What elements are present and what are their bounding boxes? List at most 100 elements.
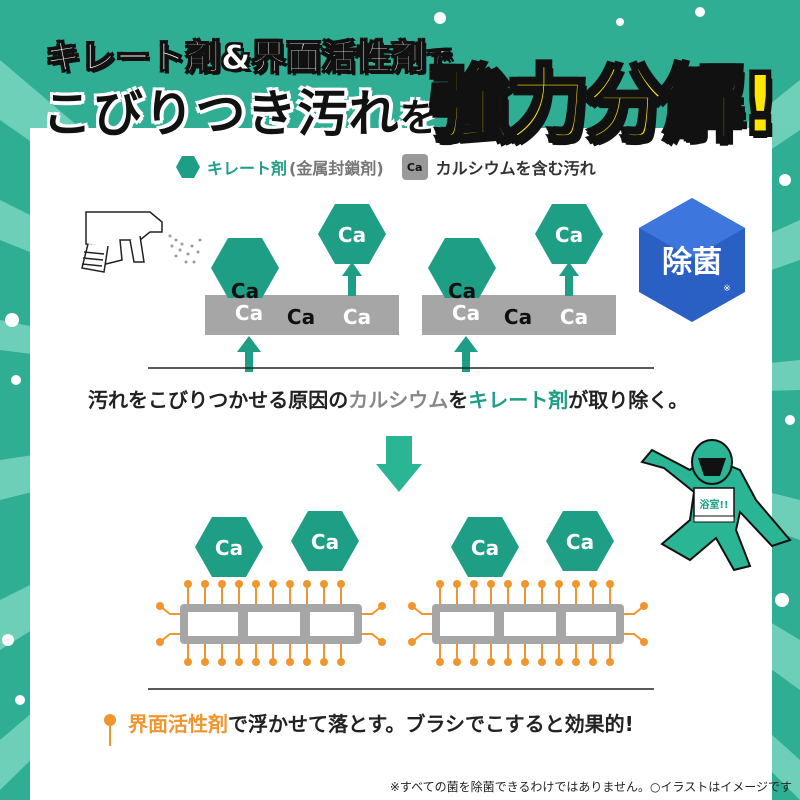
surfactant-head bbox=[487, 658, 495, 666]
headline-emphasis: 強力分解! bbox=[428, 57, 779, 153]
legend-calcium-label: カルシウムを含む汚れ bbox=[435, 159, 596, 178]
surfactant-tail bbox=[159, 605, 180, 615]
surfactant-head bbox=[378, 638, 386, 646]
surfactant-head bbox=[320, 658, 328, 666]
surfactant-head bbox=[235, 580, 243, 588]
surfactant-tail bbox=[411, 605, 432, 615]
headline-line1-suffix: で bbox=[426, 46, 454, 77]
surfactant-head bbox=[201, 658, 209, 666]
headline: キレート剤&界面活性剤で こびりつき汚れを 強力分解! bbox=[0, 0, 800, 153]
surfactant-head bbox=[408, 602, 416, 610]
headline-line1: キレート剤&界面活性剤で bbox=[46, 30, 454, 79]
ca-label: Ca bbox=[311, 530, 339, 554]
legend-chelate-sub: (金属封鎖剤) bbox=[289, 159, 384, 178]
up-arrow-icon bbox=[454, 336, 478, 372]
caption-surfactant: 界面活性剤で浮かせて落とす。ブラシでこすると効果的! bbox=[128, 708, 634, 737]
surfactant-head bbox=[538, 658, 546, 666]
surfactant-head bbox=[572, 580, 580, 588]
surfactant-group-2 bbox=[432, 604, 624, 644]
calcium-icon: Ca bbox=[401, 154, 428, 180]
surfactant-head bbox=[589, 580, 597, 588]
surfactant-head bbox=[218, 658, 226, 666]
caption1-calcium: カルシウム bbox=[348, 388, 449, 412]
surfactant-head bbox=[337, 580, 345, 588]
ca-label: Ca bbox=[566, 530, 594, 554]
surfactant-head bbox=[640, 602, 648, 610]
caption1-part5: が取り除く。 bbox=[568, 388, 689, 412]
surfactant-head bbox=[521, 658, 529, 666]
surfactant-head bbox=[408, 638, 416, 646]
surfactant-tail bbox=[159, 633, 180, 643]
surfactant-tail bbox=[624, 605, 645, 615]
surfactant-head bbox=[470, 580, 478, 588]
legend-chelate-label: キレート剤 bbox=[207, 159, 288, 178]
caption-chelate: 汚れをこびりつかせる原因のカルシウムをキレート剤が取り除く。 bbox=[88, 384, 688, 413]
footnote: ※すべての菌を除菌できるわけではありません。○イラストはイメージです bbox=[389, 780, 792, 794]
spray-bottle-icon bbox=[81, 211, 163, 273]
badge-mark: ※ bbox=[723, 284, 731, 294]
headline-line1-text: キレート剤&界面活性剤 bbox=[46, 38, 427, 79]
up-arrow-icon bbox=[237, 336, 261, 372]
up-arrow-icon bbox=[342, 262, 362, 296]
ca-label: Ca bbox=[448, 279, 476, 303]
surfactant-head bbox=[555, 580, 563, 588]
ca-label: Ca bbox=[471, 536, 499, 560]
ca-label: Ca bbox=[338, 223, 366, 247]
surfactant-head bbox=[218, 580, 226, 588]
surfactant-head bbox=[269, 580, 277, 588]
ca-label: Ca bbox=[287, 305, 315, 329]
sanitize-badge: 除菌 ※ bbox=[639, 198, 745, 322]
hero-mascot-icon: 浴室!! bbox=[640, 439, 792, 572]
surfactant-tail bbox=[362, 605, 383, 615]
hexagon-icon bbox=[176, 156, 200, 178]
stain-group-1: Ca Ca Ca Ca Ca bbox=[205, 204, 399, 372]
stain-group-2: Ca Ca Ca Ca Ca bbox=[422, 204, 616, 372]
surfactant-head bbox=[337, 658, 345, 666]
surfactant-head bbox=[156, 602, 164, 610]
surfactant-head bbox=[521, 580, 529, 588]
caption1-chelate: キレート剤 bbox=[468, 388, 569, 412]
caption2-rest: で浮かせて落とす。ブラシでこすると効果的! bbox=[228, 712, 634, 736]
caption1-part1: 汚れをこびりつかせる原因の bbox=[88, 388, 349, 412]
surfactant-head bbox=[303, 580, 311, 588]
surfactant-head bbox=[156, 638, 164, 646]
surfactant-head bbox=[487, 580, 495, 588]
ca-label: Ca bbox=[560, 305, 588, 329]
surfactant-head bbox=[286, 580, 294, 588]
surfactant-head bbox=[640, 638, 648, 646]
surfactant-head bbox=[286, 658, 294, 666]
ca-label: Ca bbox=[555, 223, 583, 247]
legend: キレート剤 (金属封鎖剤) Ca カルシウムを含む汚れ bbox=[175, 152, 596, 182]
surfactant-head bbox=[504, 658, 512, 666]
surfactant-head bbox=[184, 580, 192, 588]
surfactant-head bbox=[252, 658, 260, 666]
surfactant-head bbox=[201, 580, 209, 588]
ca-label: Ca bbox=[231, 279, 259, 303]
surfactant-head bbox=[470, 658, 478, 666]
surfactant-head bbox=[235, 658, 243, 666]
surfactant-head bbox=[269, 658, 277, 666]
headline-line2-suffix: を bbox=[399, 96, 439, 140]
down-arrow-icon bbox=[376, 436, 422, 492]
stain-bar bbox=[422, 295, 616, 335]
caption2-surfactant: 界面活性剤 bbox=[128, 712, 228, 736]
ca-label: Ca bbox=[452, 301, 480, 325]
surfactant-head bbox=[184, 658, 192, 666]
caption1-part3: を bbox=[448, 388, 469, 412]
ca-label: Ca bbox=[504, 305, 532, 329]
ca-label: Ca bbox=[235, 301, 263, 325]
surfactant-head bbox=[555, 658, 563, 666]
surfactant-head bbox=[378, 602, 386, 610]
surfactant-head bbox=[252, 580, 260, 588]
surfactant-head bbox=[589, 658, 597, 666]
surfactant-head bbox=[606, 580, 614, 588]
hero-belt-text: 浴室!! bbox=[699, 498, 728, 511]
spray-mist bbox=[168, 234, 202, 264]
surfactant-group-1 bbox=[180, 604, 362, 644]
stain-bar bbox=[205, 295, 399, 335]
ca-label: Ca bbox=[215, 536, 243, 560]
surfactant-head bbox=[303, 658, 311, 666]
surfactant-head bbox=[572, 658, 580, 666]
surfactant-head bbox=[320, 580, 328, 588]
